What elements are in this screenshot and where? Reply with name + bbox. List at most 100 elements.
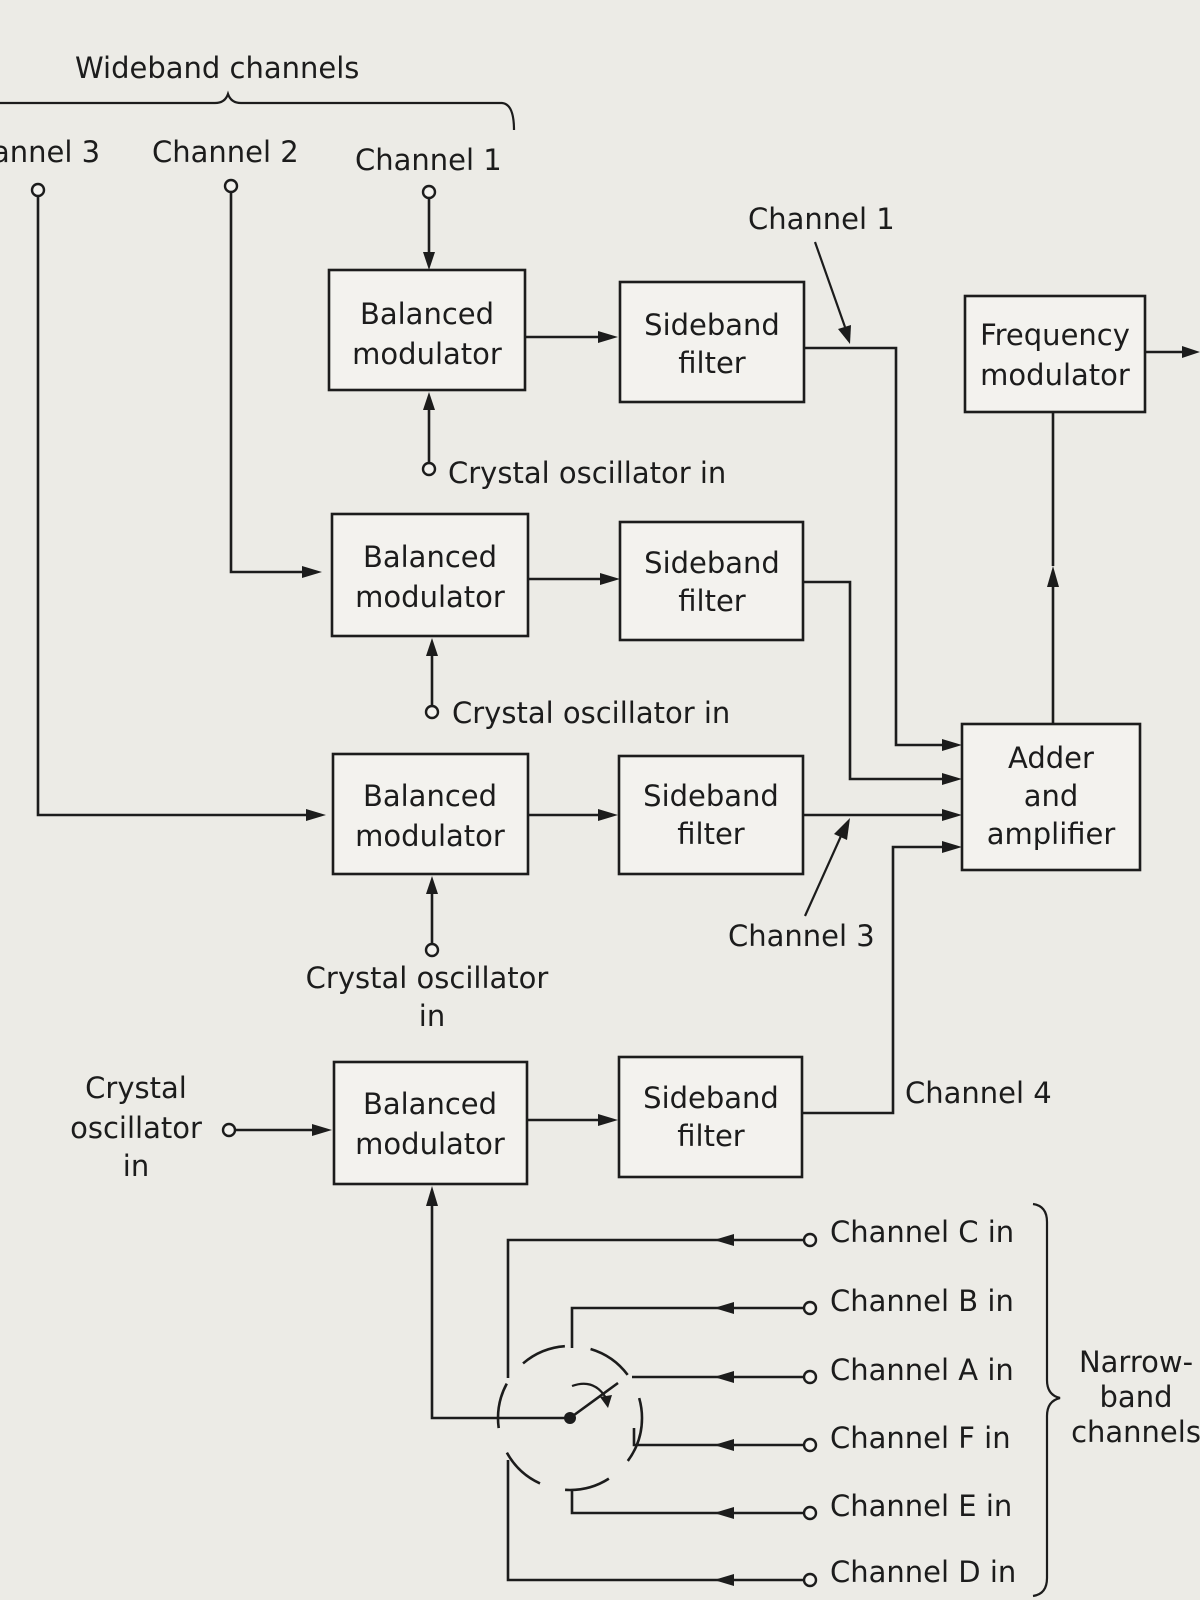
sideband-filter-1-line2: filter: [678, 346, 746, 380]
sideband-filter-1: [618, 280, 806, 404]
crystal-oscillator-1-label: Crystal oscillator in: [448, 456, 726, 490]
arrow-filter2-to-adder: [942, 773, 962, 785]
adder-line3: amplifier: [987, 817, 1116, 851]
wire-channel-d: [506, 1460, 804, 1582]
channel-b-terminal: [802, 1300, 818, 1316]
crystal-oscillator-4-label-line3: in: [123, 1149, 149, 1183]
wire-filter4-to-adder: [802, 845, 944, 1115]
wideband-channel-2-terminal: [223, 178, 239, 194]
channel-e-terminal: [802, 1505, 818, 1521]
channel-c-terminal: [802, 1232, 818, 1248]
crystal-oscillator-4-label-line2: oscillator: [70, 1111, 202, 1145]
callout-channel-1-leader: [813, 241, 847, 328]
arrow-filter1-to-adder: [942, 739, 962, 751]
crystal-oscillator-2-terminal: [424, 704, 440, 720]
wire-channel-e: [570, 1490, 804, 1515]
wire-channel-f: [632, 1428, 804, 1447]
sideband-filter-1-line1: Sideband: [644, 308, 780, 342]
crystal-oscillator-4-label-line1: Crystal: [85, 1071, 187, 1105]
wideband-brace: [0, 90, 516, 131]
arrow-channel-b: [714, 1302, 734, 1314]
adder-line2: and: [1024, 779, 1079, 813]
arrow-crystal1-to-mod1: [423, 392, 435, 410]
wire-switch-to-mod4: [430, 1204, 570, 1420]
balanced-modulator-3-line2: modulator: [355, 819, 505, 853]
rotary-switch-wiper: [569, 1381, 619, 1420]
arrow-ch1-to-mod1: [423, 252, 435, 270]
wideband-input-channel-3-label: annel 3: [0, 135, 100, 169]
sideband-filter-4: [617, 1055, 804, 1179]
callout-channel-1-arrowhead: [838, 325, 851, 344]
channel-c-label: Channel C in: [830, 1215, 1014, 1249]
arrow-fm-output: [1182, 346, 1200, 358]
wideband-input-channel-1-label: Channel 1: [355, 143, 502, 177]
arrow-channel-c: [714, 1234, 734, 1246]
arrow-channel-f: [714, 1439, 734, 1451]
wire-filter1-to-adder: [804, 346, 944, 747]
callout-channel-3-arrowhead: [834, 818, 850, 840]
arrow-ch3-to-mod3: [306, 809, 326, 821]
rotary-switch-rotation-arc: [571, 1382, 607, 1399]
wideband-channel-1-terminal: [421, 184, 437, 200]
sideband-filter-4-line1: Sideband: [643, 1081, 779, 1115]
narrowband-brace: [1032, 1202, 1061, 1598]
sideband-filter-2: [618, 520, 805, 642]
balanced-modulator-2-line1: Balanced: [363, 540, 497, 574]
balanced-modulator-2-line2: modulator: [355, 580, 505, 614]
sideband-filter-2-line1: Sideband: [644, 546, 780, 580]
adder-line1: Adder: [1008, 741, 1094, 775]
crystal-oscillator-3-label-line2: in: [419, 999, 445, 1033]
arrow-ch2-to-mod2: [302, 566, 322, 578]
arrow-mod2-to-filter2: [600, 573, 620, 585]
arrow-crystal3-to-mod3: [426, 876, 438, 894]
callout-channel-3-leader: [803, 835, 843, 917]
adder-and-amplifier: [960, 722, 1142, 872]
channel-d-terminal: [802, 1572, 818, 1588]
balanced-modulator-4-line2: modulator: [355, 1127, 505, 1161]
balanced-modulator-1: [327, 268, 527, 392]
frequency-modulator: [963, 294, 1147, 414]
crystal-oscillator-2-label: Crystal oscillator in: [452, 696, 730, 730]
channel-d-label: Channel D in: [830, 1555, 1016, 1589]
crystal-oscillator-4-terminal: [221, 1122, 237, 1138]
arrow-mod1-to-filter1: [598, 331, 618, 343]
channel-a-label: Channel A in: [830, 1353, 1014, 1387]
rotary-switch-rotation-arrowhead: [600, 1395, 612, 1408]
sideband-filter-3-line1: Sideband: [643, 779, 779, 813]
arrow-mod3-to-filter3: [598, 809, 618, 821]
arrow-filter3-to-adder: [942, 809, 962, 821]
arrow-crystal2-to-mod2: [426, 638, 438, 656]
balanced-modulator-3-line1: Balanced: [363, 779, 497, 813]
callout-channel-3-label: Channel 3: [728, 919, 875, 953]
arrow-crystal4-to-mod4: [312, 1124, 332, 1136]
arrow-channel-d: [714, 1574, 734, 1586]
channel-f-label: Channel F in: [830, 1421, 1011, 1455]
wire-ch2-to-mod2: [229, 192, 306, 574]
balanced-modulator-4-line1: Balanced: [363, 1087, 497, 1121]
sideband-filter-3-line2: filter: [677, 817, 745, 851]
crystal-oscillator-1-terminal: [421, 461, 437, 477]
callout-channel-4-label: Channel 4: [905, 1076, 1052, 1110]
wideband-channels-label: Wideband channels: [75, 51, 359, 85]
wideband-channel-3-terminal: [30, 182, 46, 198]
narrowband-label-line2: band: [1100, 1380, 1173, 1414]
narrowband-label-line3: channels: [1071, 1415, 1200, 1449]
sideband-filter-2-line2: filter: [678, 584, 746, 618]
balanced-modulator-4: [332, 1060, 529, 1186]
frequency-modulator-line1: Frequency: [980, 318, 1130, 352]
frequency-modulator-line2: modulator: [980, 358, 1130, 392]
crystal-oscillator-3-label-line1: Crystal oscillator: [306, 961, 549, 995]
wire-channel-b: [570, 1306, 804, 1348]
channel-e-label: Channel E in: [830, 1489, 1012, 1523]
channel-f-terminal: [802, 1437, 818, 1453]
callout-channel-1-label: Channel 1: [748, 202, 895, 236]
channel-b-label: Channel B in: [830, 1284, 1014, 1318]
balanced-modulator-2: [330, 512, 530, 638]
arrow-adder-to-fm: [1047, 566, 1059, 587]
arrow-channel-e: [714, 1507, 734, 1519]
balanced-modulator-1-line2: modulator: [352, 337, 502, 371]
wire-ch3-to-mod3: [36, 196, 310, 817]
wire-channel-c: [506, 1238, 804, 1378]
crystal-oscillator-3-terminal: [424, 942, 440, 958]
